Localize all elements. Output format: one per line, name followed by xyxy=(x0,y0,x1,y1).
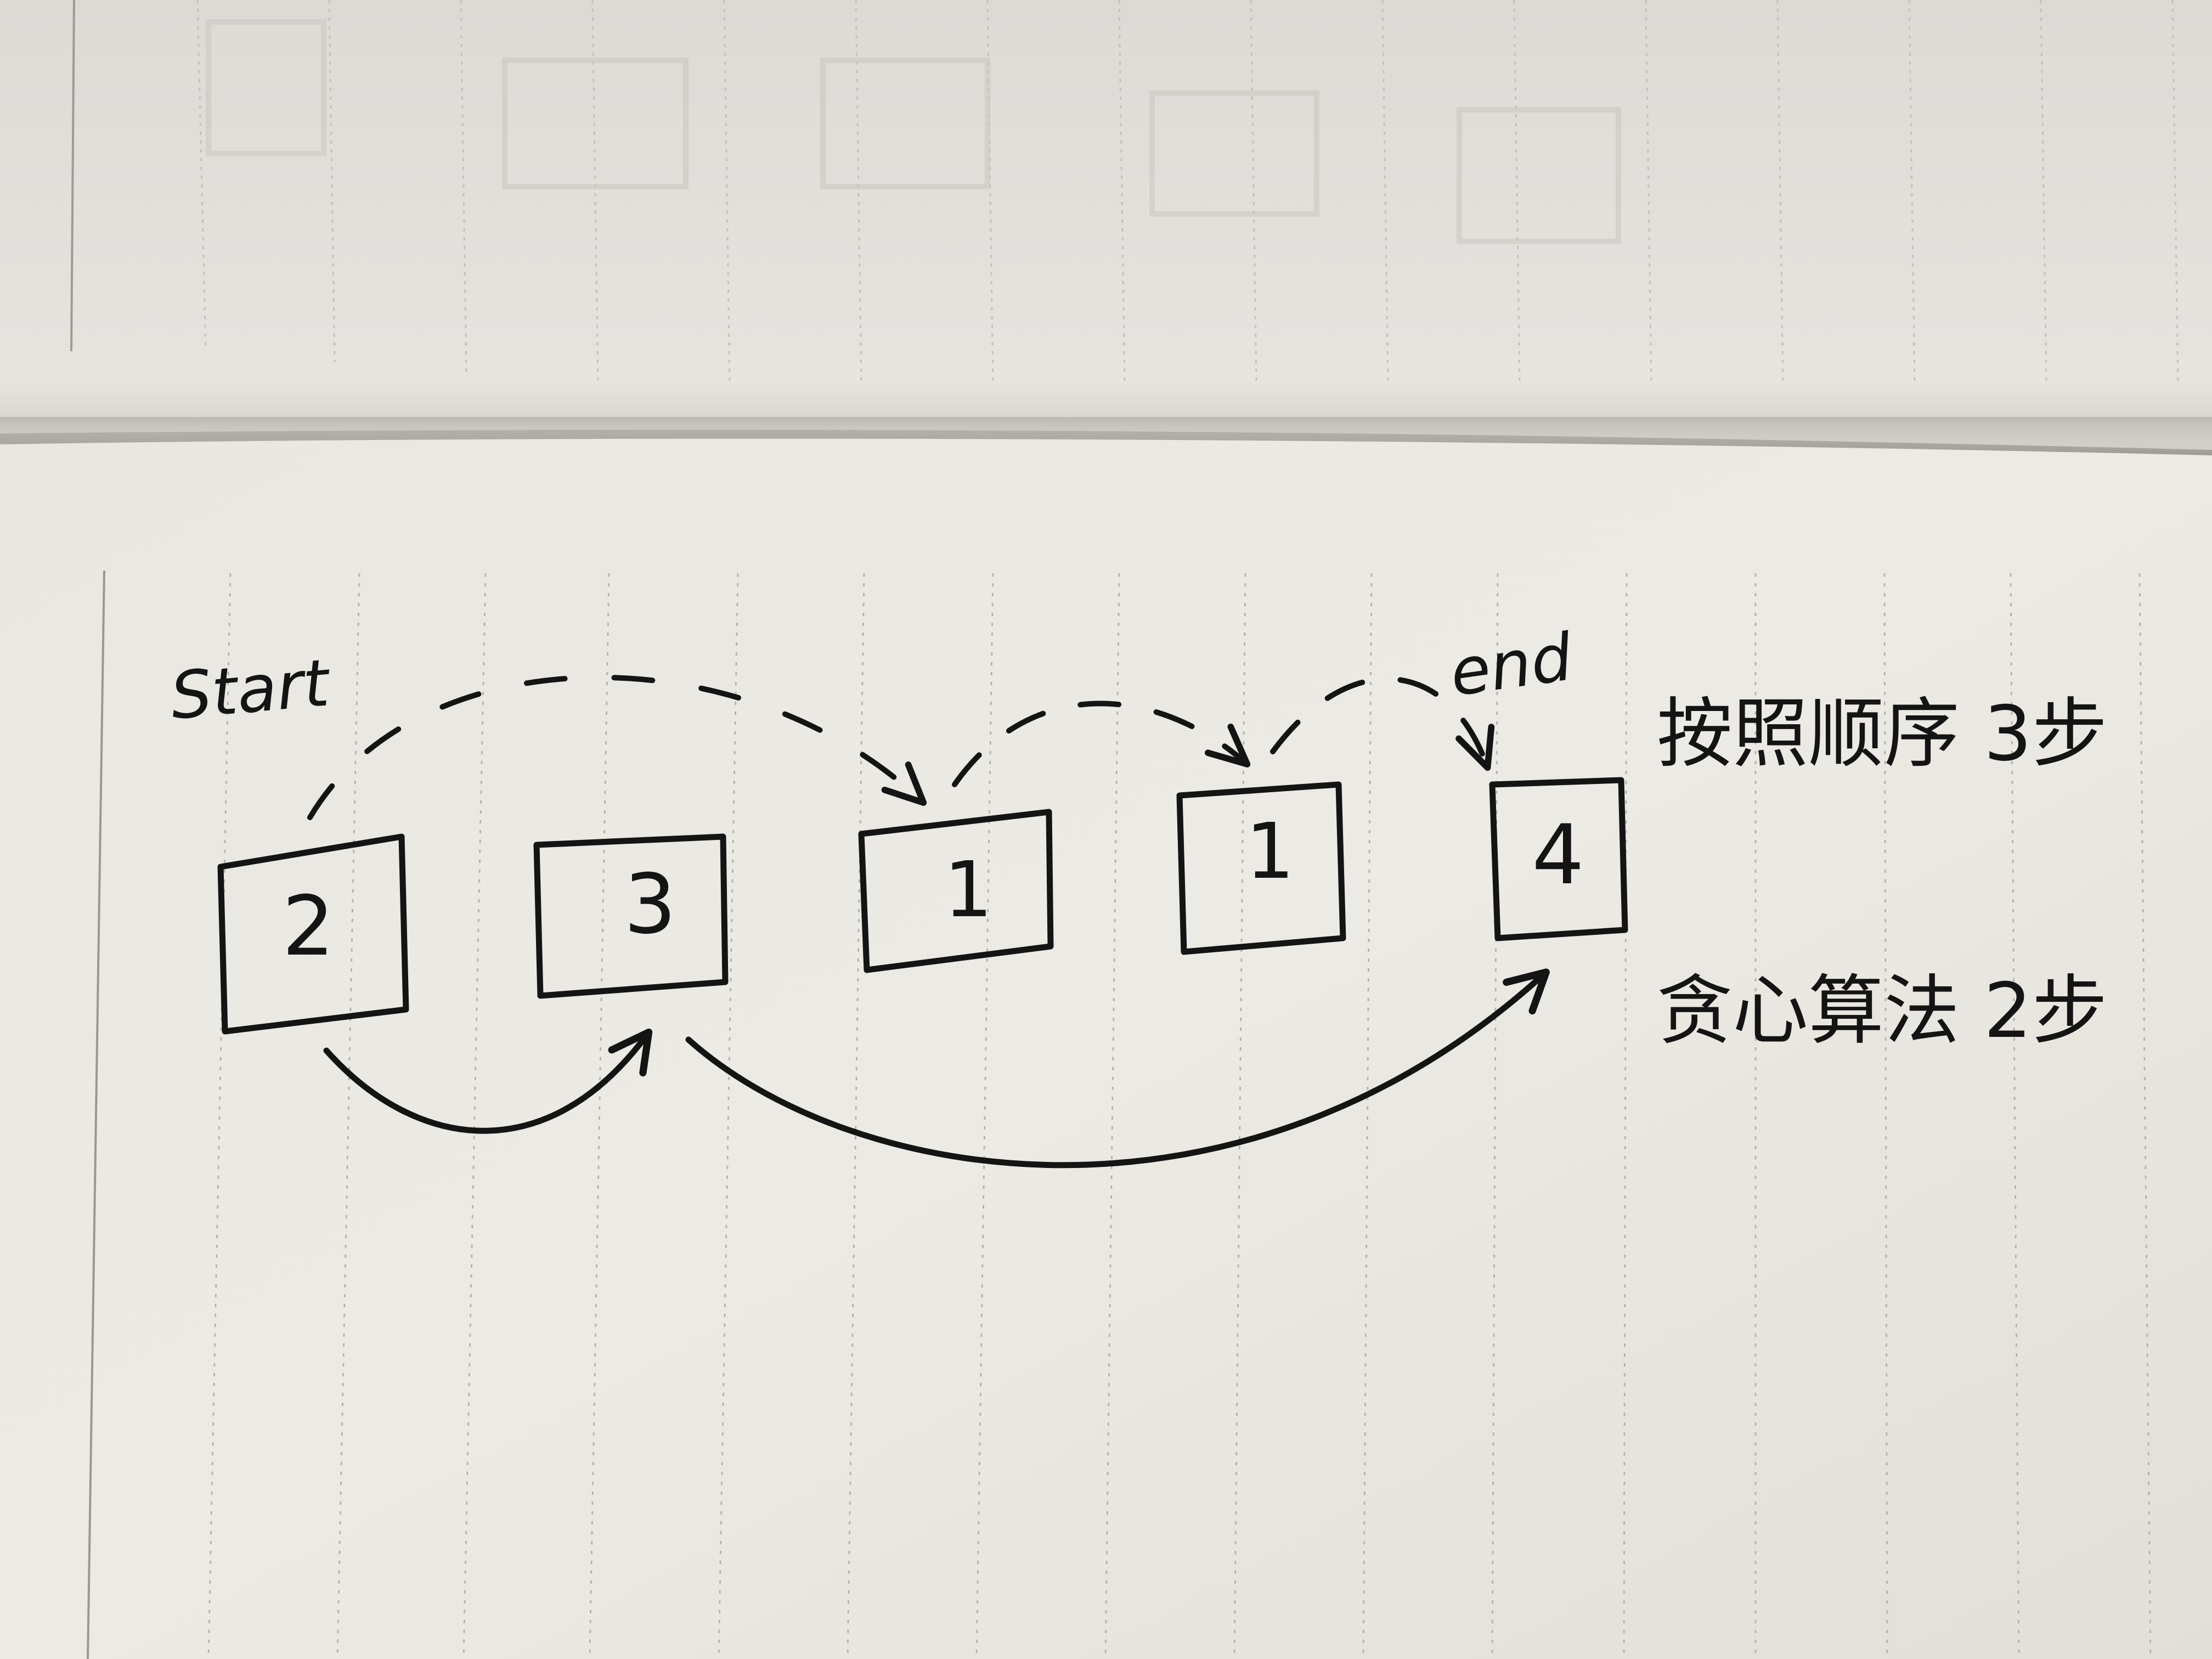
greedy-note: 贪心算法 2步 xyxy=(1657,967,2108,1055)
array-box-value: 1 xyxy=(944,845,992,935)
array-box: 1 xyxy=(858,809,1054,973)
array-box: 3 xyxy=(533,833,729,999)
array-box-value: 2 xyxy=(282,879,334,974)
array-box-value: 1 xyxy=(1245,807,1294,896)
array-box-value: 4 xyxy=(1532,808,1584,903)
sequential-path xyxy=(307,674,1495,820)
array-box: 2 xyxy=(217,833,409,1035)
upper-page xyxy=(0,0,2212,450)
start-label: Start xyxy=(167,645,334,734)
greedy-path xyxy=(323,968,1550,1169)
array-box-value: 3 xyxy=(624,857,676,952)
array-box: 4 xyxy=(1489,777,1628,941)
sequential-note: 按照顺序 3步 xyxy=(1657,690,2108,778)
end-label: end xyxy=(1446,619,1577,711)
array-box: 1 xyxy=(1176,781,1346,955)
jump-diagram: Start end 2 3 1 1 4 xyxy=(167,619,2108,1169)
